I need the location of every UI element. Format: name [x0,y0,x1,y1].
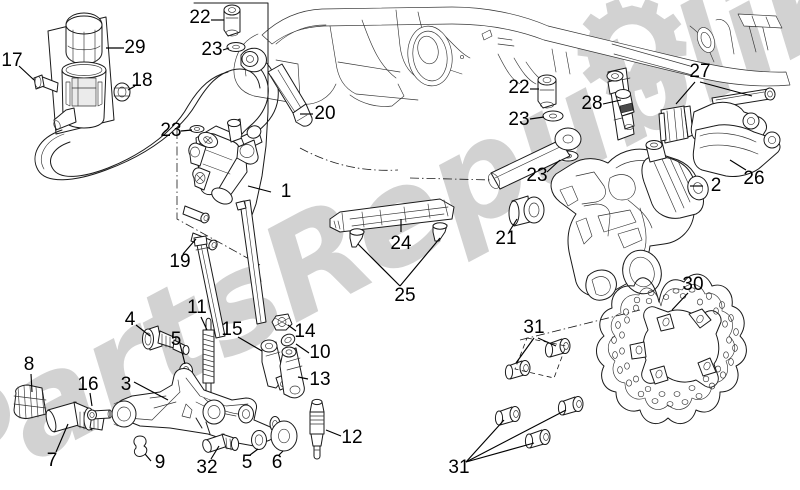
fluid-reservoir [47,12,115,135]
leader-lines [18,19,753,463]
disc-bolt-1 [504,360,531,380]
callout-23c: 23 [508,109,529,130]
callout-3: 3 [121,374,132,395]
rear-master-cylinder [188,118,263,205]
callout-32: 32 [196,457,217,478]
callout-5a: 5 [171,329,182,350]
lock-nut [271,313,293,331]
adjuster-screw [45,401,105,433]
callout-26: 26 [743,168,764,189]
swingarm-assembly [233,6,791,107]
spring-coils [202,333,215,378]
rear-brake-caliper [550,140,709,301]
callout-19: 19 [169,251,190,272]
callout-29: 29 [124,37,145,58]
brake-hose-lower [409,127,582,190]
callout-22a: 22 [189,7,210,28]
callout-2: 2 [711,175,722,196]
callout-13: 13 [309,369,330,390]
disc-drill-holes [611,287,739,407]
return-spring-boot [13,384,47,419]
callout-31a: 31 [523,317,544,338]
callout-numbers: 1 2 3 4 5 5 6 7 8 9 10 11 12 13 14 15 16… [1,7,764,478]
callout-21: 21 [495,228,516,249]
callout-18: 18 [131,70,152,91]
callout-11: 11 [187,297,207,318]
reservoir-grommet [113,82,131,102]
banjo-bolt-right [537,74,557,109]
grub-screw [87,409,113,421]
callout-5b: 5 [242,452,253,473]
callout-17: 17 [1,50,22,71]
callout-23a: 23 [201,39,222,60]
reservoir-mount-screw [33,74,59,93]
pedal-pivot-bolt [142,325,190,355]
callout-14: 14 [294,321,316,342]
master-cylinder-push-rod [193,199,267,339]
callout-16: 16 [77,374,98,395]
callout-8: 8 [24,354,35,375]
washer-5b [251,430,267,450]
callout-28: 28 [581,93,602,114]
gear-icon [577,0,687,99]
callout-23b: 23 [160,120,181,141]
brake-light-switch [309,398,325,460]
bleed-nipple [606,67,635,141]
circlip [133,435,148,457]
callout-1: 1 [281,181,292,202]
disc-bolt-2 [544,338,571,358]
callout-27: 27 [689,61,710,82]
callout-31b: 31 [448,457,469,478]
rear-brake-disc [519,273,747,425]
callout-12: 12 [341,427,362,448]
sealing-washer-top [226,42,246,52]
callout-25: 25 [394,285,415,306]
callout-30: 30 [682,274,703,295]
flat-washer-6 [270,420,298,452]
brake-pedal-lever [111,368,281,447]
callout-6: 6 [272,452,283,473]
master-cylinder-outline [176,2,399,266]
pedal-clamp-bolt [195,417,240,453]
o-ring [280,333,296,347]
callout-10: 10 [309,342,330,363]
callout-20: 20 [314,103,335,124]
callout-22b: 22 [508,77,529,98]
callout-24: 24 [390,233,412,254]
brake-pad-set [658,101,781,177]
callout-23d: 23 [526,165,547,186]
callout-4: 4 [125,309,136,330]
callout-7: 7 [47,450,58,471]
caliper-bushing [508,195,545,227]
callout-9: 9 [155,452,166,473]
clevis-fork [279,346,305,399]
banjo-bolt-top [223,4,241,37]
hose-guide-bracket [329,198,455,248]
callout-15: 15 [221,319,242,340]
reservoir-hose [34,68,261,181]
